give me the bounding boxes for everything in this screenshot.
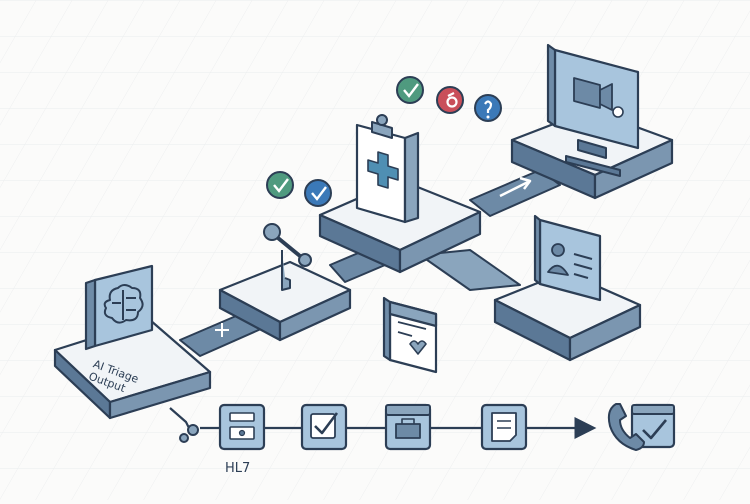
arrow-right-head xyxy=(519,176,532,190)
plus-icon xyxy=(215,323,229,337)
pipeline-step-checkbox[interactable] xyxy=(300,403,348,451)
pipeline-step-document[interactable] xyxy=(480,403,528,451)
calendar-card-icon xyxy=(382,296,438,374)
phone-calendar-icon[interactable] xyxy=(607,403,676,451)
brain-icon xyxy=(103,284,144,324)
key-icon xyxy=(263,223,312,291)
id-card-icon xyxy=(533,214,602,302)
platform-ai-triage[interactable]: AI TriageOutput xyxy=(53,264,212,420)
alert-badge-icon xyxy=(436,86,464,114)
arrow-right-icon xyxy=(499,180,529,198)
check-badge-icon xyxy=(304,179,332,207)
protocol-label: HL7 xyxy=(225,461,250,476)
connector-belts xyxy=(179,169,561,357)
check-badge-icon xyxy=(266,171,294,199)
platform-clinical-record[interactable] xyxy=(318,114,482,274)
status-badges xyxy=(266,76,502,207)
link-connector-icon xyxy=(179,424,199,443)
medical-clipboard-icon xyxy=(355,114,420,224)
video-monitor-icon xyxy=(546,43,640,177)
pipeline-step-inbox[interactable] xyxy=(384,403,432,451)
pipeline-step-message[interactable] xyxy=(218,403,266,451)
platform-clinician-display[interactable] xyxy=(510,43,674,200)
pipeline xyxy=(169,403,676,451)
platform-integration-hub[interactable] xyxy=(218,223,352,342)
belt-record-to-profile xyxy=(419,249,521,291)
belt-record-to-display xyxy=(469,169,561,217)
info-badge-icon xyxy=(474,94,502,122)
check-badge-icon xyxy=(396,76,424,104)
platform-patient-profile[interactable] xyxy=(493,214,642,362)
